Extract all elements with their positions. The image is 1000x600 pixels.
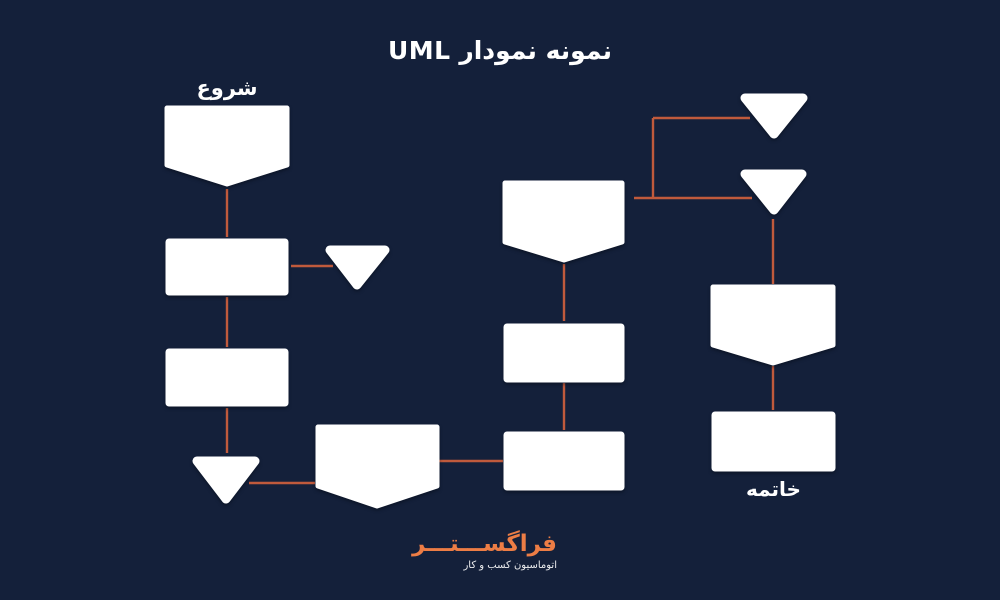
brand-logo: فراگســـتـــر اتوماسیون کسب و کار [412, 531, 557, 571]
banner-node [315, 424, 440, 509]
receive-node-right [710, 284, 836, 366]
start-node [164, 105, 290, 187]
merge-triangle-right [740, 169, 807, 215]
end-process-box [711, 411, 836, 472]
process-box-1 [165, 238, 289, 296]
connectors [225, 116, 775, 485]
merge-triangle-bottom-left [192, 456, 260, 504]
nodes [164, 93, 836, 509]
brand-wordmark: فراگســـتـــر [412, 531, 557, 557]
page-title: نمونه نمودار UML [388, 36, 612, 65]
merge-triangle-top-right [740, 93, 808, 139]
process-box-2 [165, 348, 289, 407]
start-label: شروع [196, 76, 258, 100]
merge-triangle-left [325, 245, 390, 290]
brand-tagline: اتوماسیون کسب و کار [463, 560, 557, 571]
process-box-mid-1 [503, 323, 625, 383]
end-label: خاتمه [746, 477, 801, 501]
process-box-mid-2 [503, 431, 625, 491]
receive-node-mid [502, 180, 625, 263]
